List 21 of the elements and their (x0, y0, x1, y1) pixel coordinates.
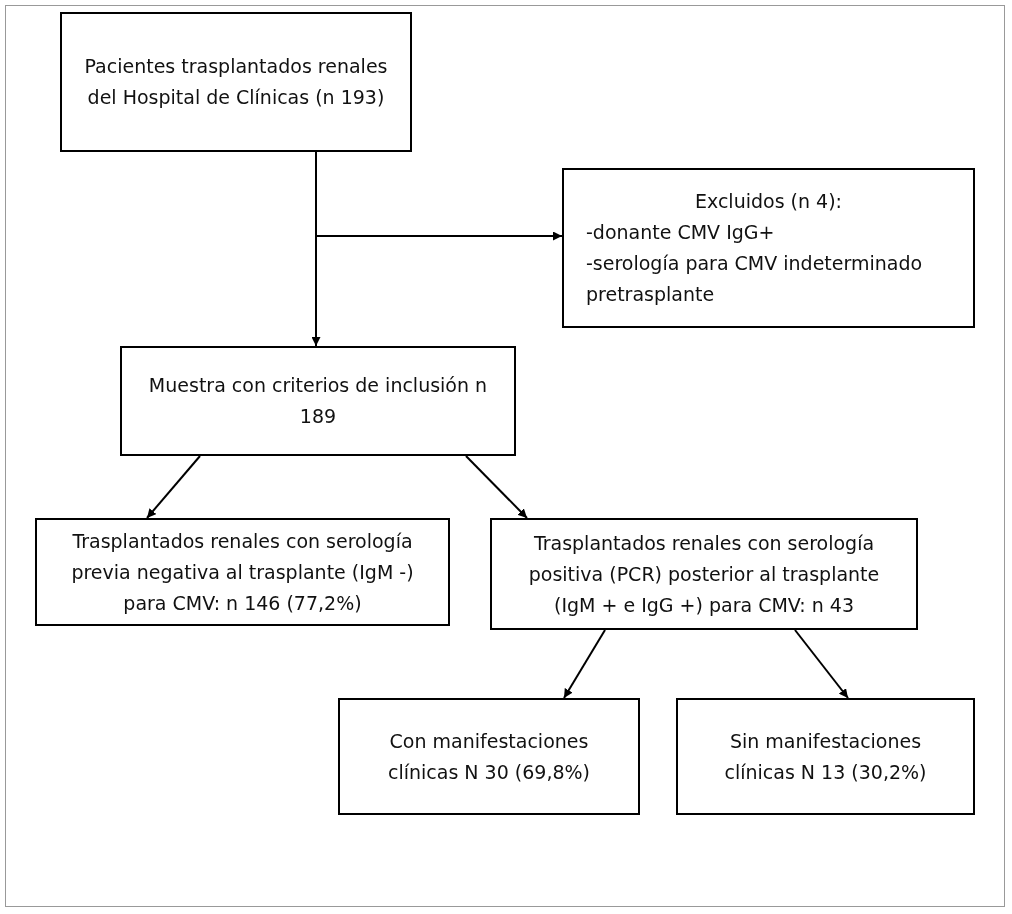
arrow (563, 629, 606, 699)
process-box (676, 698, 975, 815)
process-box (338, 698, 640, 815)
box-text: Sin manifestaciones clínicas N 13 (30,2%) (723, 728, 928, 785)
list-item: -serología para CMV indeterminado pretrasplante (586, 251, 924, 307)
box-text: Trasplantados renales con serología positiva (PCR) posterior al trasplante (IgM + e IgG +) para CMV: n 43 (527, 530, 881, 618)
list-item: -donante CMV IgG+ (586, 220, 776, 245)
arrow (465, 455, 528, 519)
process-box (562, 168, 975, 328)
box-text: Pacientes trasplantados renales del Hospital de Clínicas (n 193) (84, 54, 388, 110)
process-box (490, 518, 918, 630)
box-text: Trasplantados renales con serología previa negativa al trasplante (IgM -) para CMV: n 146 (77,2%) (70, 528, 415, 616)
arrow (146, 455, 201, 519)
process-box (35, 518, 450, 626)
box-text: Muestra con criterios de inclusión n 189 (147, 373, 489, 429)
box-heading: Excluidos (n 4): (694, 189, 843, 214)
process-box (60, 12, 412, 152)
box-text: Con manifestaciones clínicas N 30 (69,8%) (387, 728, 591, 785)
arrow (794, 629, 849, 699)
arrow (315, 151, 563, 241)
process-box (120, 346, 516, 456)
